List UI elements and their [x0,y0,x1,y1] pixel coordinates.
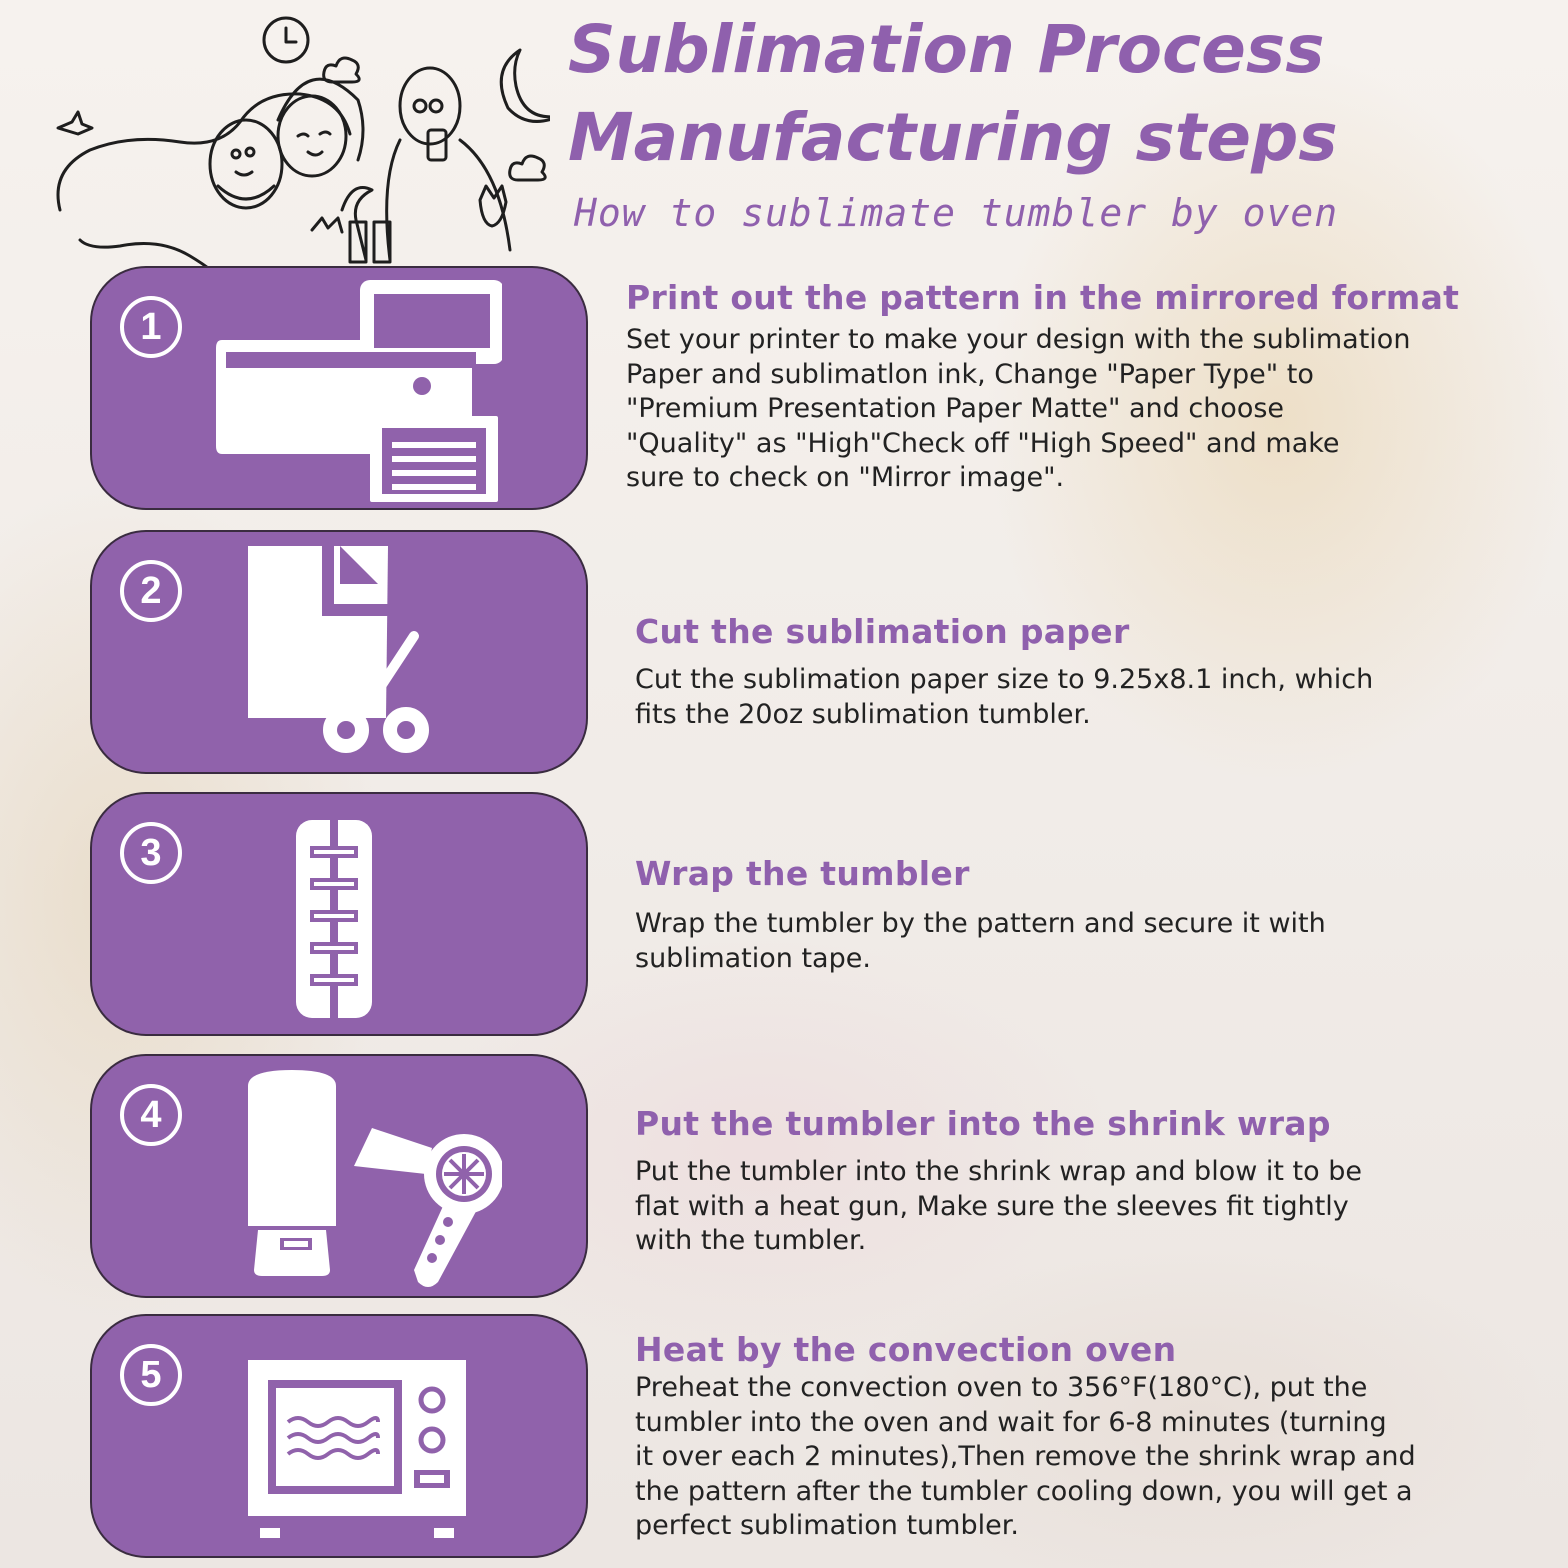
page-title-line-2: Manufacturing steps [568,99,1338,176]
step-title: Wrap the tumbler [635,854,970,893]
people-doodle-illustration [56,16,550,270]
convection-oven-icon [248,1360,466,1538]
step-title: Heat by the convection oven [635,1330,1177,1369]
step-text-1: Print out the pattern in the mirrored fo… [626,278,1460,496]
step-description: Wrap the tumbler by the pattern and secu… [635,908,1326,974]
step-description: Put the tumbler into the shrink wrap and… [635,1156,1362,1256]
step-number-badge: 4 [120,1084,182,1146]
step-card-5: 5 [90,1314,588,1558]
header: Sublimation Process Manufacturing steps … [568,6,1338,238]
step-number-badge: 1 [120,296,182,358]
step-title: Print out the pattern in the mirrored fo… [626,278,1460,317]
step-title: Cut the sublimation paper [635,612,1130,651]
step-number-badge: 3 [120,822,182,884]
step-title: Put the tumbler into the shrink wrap [635,1104,1331,1143]
step-number-badge: 5 [120,1344,182,1406]
step-number-badge: 2 [120,560,182,622]
paper-scissors-icon [248,546,429,753]
step-text-2: Cut the sublimation paper Cut the sublim… [635,612,1455,732]
step-text-5: Heat by the convection oven Preheat the … [635,1330,1455,1544]
page-title-line-1: Sublimation Process [568,11,1325,88]
step-text-4: Put the tumbler into the shrink wrap Put… [635,1104,1455,1259]
step-text-3: Wrap the tumbler Wrap the tumbler by the… [635,854,1455,976]
step-description: Set your printer to make your design wit… [626,324,1411,493]
step-card-4: 4 [90,1054,588,1298]
taped-tumbler-icon [296,820,372,1018]
shrink-wrap-hair-dryer-icon [248,1070,502,1287]
step-description: Cut the sublimation paper size to 9.25x8… [635,664,1374,730]
page-subtitle: How to sublimate tumbler by oven [574,191,1339,235]
step-card-1: 1 [90,266,588,510]
printer-icon [216,280,502,502]
step-card-3: 3 [90,792,588,1036]
step-card-2: 2 [90,530,588,774]
step-description: Preheat the convection oven to 356°F(180… [635,1372,1416,1541]
